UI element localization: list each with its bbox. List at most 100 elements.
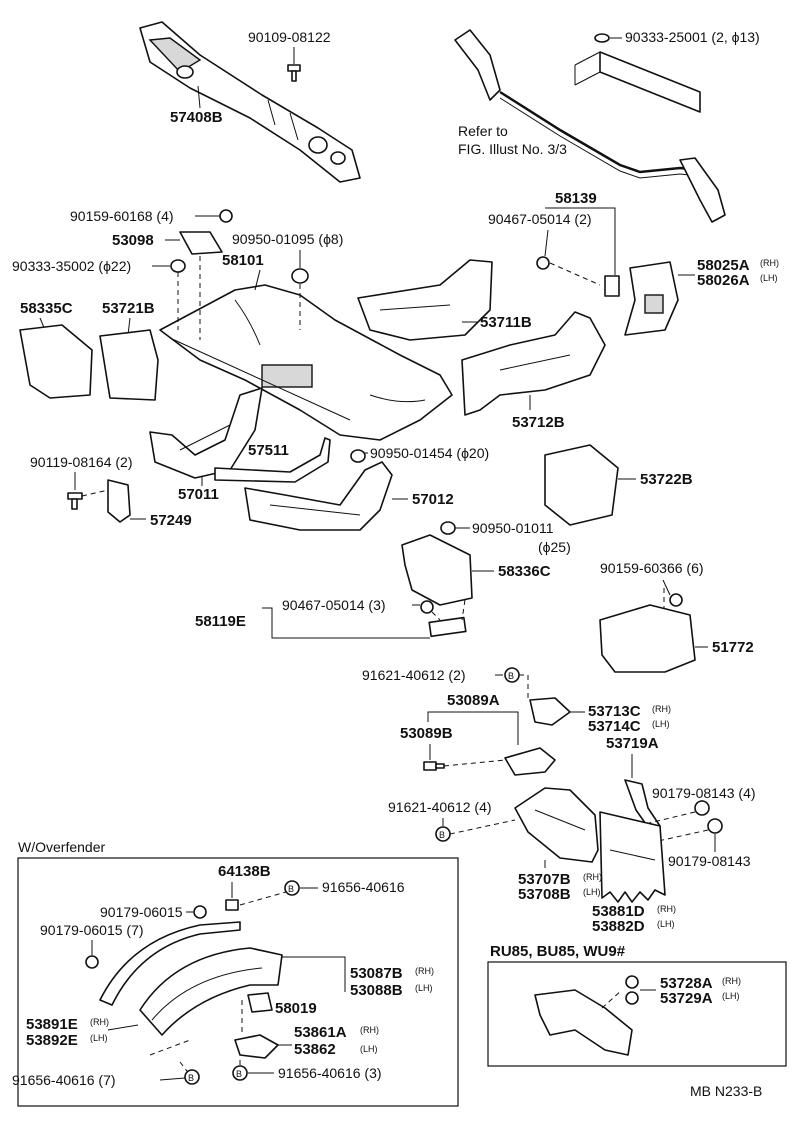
bolt-90159-60366: [669, 593, 683, 607]
bolt-letter: B: [288, 884, 294, 894]
label-58025A: 58025A: [697, 257, 750, 274]
label-90159-60168: 90159-60168 (4): [70, 208, 174, 224]
label-57408B: 57408B: [170, 109, 223, 126]
label-58119E: 58119E: [195, 613, 246, 630]
label-lh: (LH): [360, 1044, 378, 1054]
part-53891E-overfender: [139, 947, 283, 1036]
label-58335C: 58335C: [20, 300, 73, 317]
label-58019: 58019: [275, 1000, 317, 1017]
label-64138B: 64138B: [218, 863, 271, 880]
label-53881D: 53881D: [592, 903, 645, 920]
bolt-91656-40616: B: [284, 880, 300, 896]
label-91621-40612-2: 91621-40612 (2): [362, 667, 466, 683]
label-rh: (RH): [657, 904, 676, 914]
part-58336C: [401, 534, 473, 606]
label-lh: (LH): [90, 1033, 108, 1043]
label-rh: (RH): [583, 872, 602, 882]
label-53719A: 53719A: [606, 735, 659, 752]
clip-64138B: [225, 899, 239, 911]
plate-58119E: [428, 616, 467, 638]
nut-90467-05014: [536, 256, 550, 270]
label-51772: 51772: [712, 639, 754, 656]
label-90179-06015-7: 90179-06015 (7): [40, 922, 144, 938]
label-53713C: 53713C: [588, 703, 641, 720]
ru85-box: [487, 961, 787, 1067]
label-90159-60366: 90159-60366 (6): [600, 560, 704, 576]
clip-53729A: [625, 991, 639, 1005]
label-53089A: 53089A: [447, 692, 500, 709]
clip-58139: [604, 275, 620, 297]
label-diagram-code: MB N233-B: [690, 1083, 762, 1099]
bolt-91656-40616-7: B: [184, 1069, 200, 1085]
part-53089A: [504, 747, 556, 776]
bolt-letter: B: [508, 671, 514, 681]
label-90333-25001: 90333-25001 (2, ϕ13): [625, 29, 760, 45]
label-90467-05014-2: 90467-05014 (2): [488, 211, 592, 227]
label-90950-01011: 90950-01011: [472, 520, 554, 536]
label-91656-40616-3: 91656-40616 (3): [278, 1065, 382, 1081]
label-rh: (RH): [415, 966, 434, 976]
label-53882D: 53882D: [592, 918, 645, 935]
label-refer-fig: FIG. Illust No. 3/3: [458, 141, 567, 157]
part-53721B: [99, 329, 159, 401]
nut-90179-06015-7: [85, 955, 99, 969]
label-53098: 53098: [112, 232, 154, 249]
part-53711B: [357, 259, 493, 341]
bolt-53089B: [423, 761, 445, 771]
label-lh: (LH): [652, 719, 670, 729]
label-ru85: RU85, BU85, WU9#: [490, 943, 626, 960]
bolt-91621-40612-2: B: [504, 667, 520, 683]
bolt-letter: B: [439, 830, 445, 840]
bolt-90119-08164: [67, 492, 83, 510]
label-90950-01095: 90950-01095 (ϕ8): [232, 231, 343, 247]
plug-90950-01095: [291, 268, 309, 284]
label-53088B: 53088B: [350, 982, 403, 999]
part-51772: [599, 604, 696, 673]
label-57249: 57249: [150, 512, 192, 529]
label-91656-40616: 91656-40616: [322, 879, 405, 895]
label-lh: (LH): [583, 887, 601, 897]
label-90467-05014-3: 90467-05014 (3): [282, 597, 386, 613]
label-53729A: 53729A: [660, 990, 713, 1007]
part-58335C: [19, 324, 93, 399]
label-53087B: 53087B: [350, 965, 403, 982]
label-53722B: 53722B: [640, 471, 693, 488]
label-refer-to: Refer to: [458, 123, 508, 139]
part-53712B: [461, 311, 606, 416]
plate-53098: [179, 231, 223, 255]
label-57511: 57511: [248, 442, 289, 459]
label-58101: 58101: [222, 252, 264, 269]
plug-90950-01011: [440, 521, 456, 535]
label-53089B: 53089B: [400, 725, 453, 742]
label-58139: 58139: [555, 190, 597, 207]
label-w-overfender: W/Overfender: [18, 839, 105, 855]
label-53892E: 53892E: [26, 1032, 78, 1049]
label-90119-08164: 90119-08164 (2): [30, 454, 132, 470]
part-53707B: [514, 787, 599, 863]
part-57408B: [139, 21, 361, 183]
part-ru85-splash: [534, 989, 633, 1056]
label-58026A: 58026A: [697, 272, 750, 289]
label-53711B: 53711B: [480, 314, 532, 331]
label-rh: (RH): [652, 704, 671, 714]
part-53881D-mudflap: [599, 811, 666, 903]
part-53713C: [529, 697, 571, 726]
label-53728A: 53728A: [660, 975, 713, 992]
plug-90950-01454: [350, 449, 366, 463]
label-90179-08143-4: 90179-08143 (4): [652, 785, 756, 801]
nut-90179-06015: [193, 905, 207, 919]
part-57011: [149, 387, 263, 479]
part-57511: [214, 437, 331, 483]
label-lh: (LH): [760, 273, 778, 283]
label-91656-40616-7: 91656-40616 (7): [12, 1072, 116, 1088]
part-53861A: [234, 1034, 279, 1059]
label-rh: (RH): [760, 258, 779, 268]
label-rh: (RH): [360, 1025, 379, 1035]
label-53714C: 53714C: [588, 718, 641, 735]
label-90179-06015: 90179-06015: [100, 904, 183, 920]
part-cable-assembly: [454, 29, 726, 223]
label-57011: 57011: [178, 486, 219, 503]
part-58019: [247, 992, 273, 1013]
label-57012: 57012: [412, 491, 454, 508]
label-58336C: 58336C: [498, 563, 551, 580]
